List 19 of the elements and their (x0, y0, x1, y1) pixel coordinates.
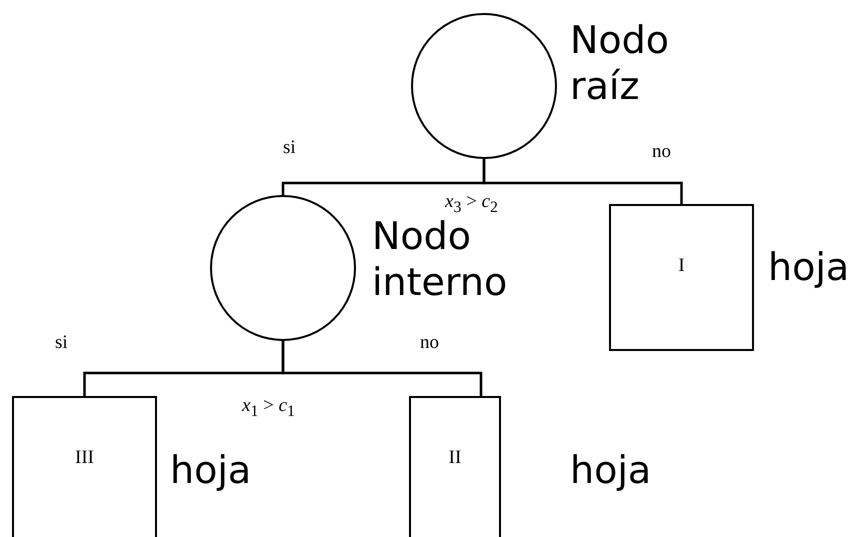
leaf-label: III (75, 448, 94, 470)
branch-label: si (283, 138, 296, 157)
branch-connector (282, 341, 482, 396)
branch-label: no (652, 142, 671, 161)
node-caption: hoja (570, 448, 652, 494)
branch-label: si (55, 333, 68, 352)
split-condition: x$_{1}$ > c$_{1}$ (242, 396, 295, 420)
node-caption: hoja (768, 245, 850, 291)
branch-connector (482, 159, 683, 204)
node-caption: Nodo interno (372, 214, 508, 306)
branch-label: no (420, 333, 439, 352)
leaf-label: I (678, 256, 685, 278)
leaf-box (609, 204, 754, 351)
node-caption: hoja (170, 448, 252, 494)
leaf-label: II (448, 448, 462, 470)
leaf-box (12, 396, 157, 537)
leaf-box (409, 396, 501, 537)
node-caption: Nodo raíz (570, 18, 670, 110)
split-condition: x$_{3}$ > c$_{2}$ (445, 192, 498, 216)
